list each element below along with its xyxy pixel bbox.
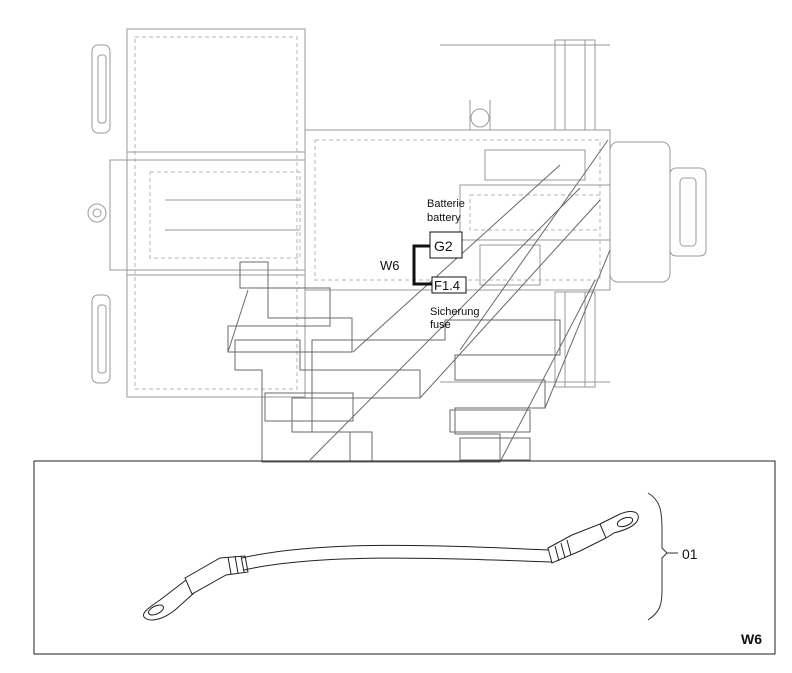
cable-body-top <box>241 544 549 559</box>
cable-left-lug <box>143 579 195 621</box>
rear-right-wheel <box>554 291 596 388</box>
fuse-label-en: fuse <box>430 319 451 331</box>
cable-part-drawing <box>143 511 639 621</box>
cable-w6: W6 <box>380 244 432 286</box>
part-position: 01 <box>682 546 698 562</box>
cable-right-boot <box>547 523 607 564</box>
battery-label-de: Batterie <box>427 198 465 210</box>
front-left-wheel <box>91 44 111 134</box>
battery-box <box>429 231 463 259</box>
front-right-wheel <box>91 294 111 384</box>
fuse-annotation: F1.4 Sicherung fuse <box>430 276 480 331</box>
part-bracket <box>647 492 668 621</box>
front-frame <box>126 28 306 398</box>
battery-annotation: Batterie battery G2 <box>427 198 465 259</box>
panel-ref: W6 <box>741 631 762 647</box>
cable-body-bottom <box>243 557 553 571</box>
fuse-ref: F1.4 <box>434 278 460 293</box>
fuse-label-de: Sicherung <box>430 306 480 318</box>
battery-label-en: battery <box>427 212 461 224</box>
callout-shapes <box>227 139 611 463</box>
right-lug-hole <box>616 516 634 528</box>
fuse-box <box>431 276 467 294</box>
cable-w6-path <box>412 244 432 286</box>
part-callout: 01 <box>647 492 698 621</box>
rear-counterweight <box>609 141 671 283</box>
cable-ref: W6 <box>380 258 400 273</box>
rear-left-wheel <box>554 39 596 131</box>
detail-panel <box>33 460 776 655</box>
left-lug-hole <box>148 604 164 616</box>
machine-outline <box>87 28 707 398</box>
battery-ref: G2 <box>434 238 453 254</box>
chassis-body <box>304 129 611 291</box>
cable-left-boot <box>184 555 249 595</box>
cable-right-lug <box>599 511 639 539</box>
